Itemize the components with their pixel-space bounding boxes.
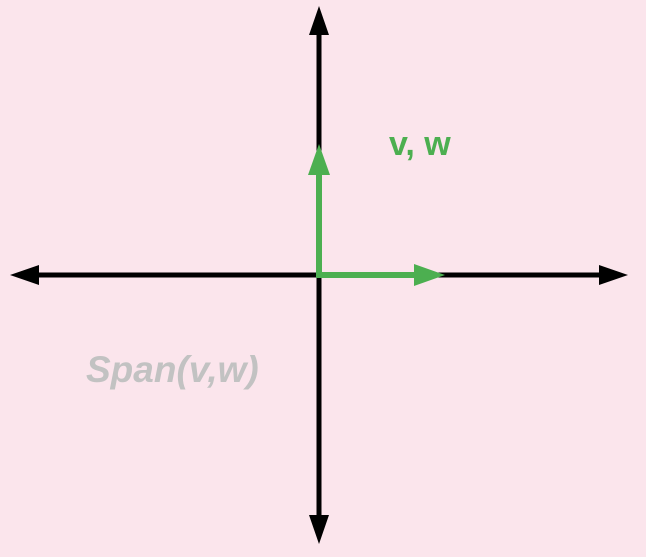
vector-up-arrowhead: [308, 144, 330, 175]
y-axis-bottom-arrowhead: [309, 515, 329, 544]
x-axis-right-arrowhead: [599, 265, 628, 285]
y-axis-top-arrowhead: [309, 6, 329, 35]
vectors-label: v, w: [389, 125, 451, 163]
x-axis-left-arrowhead: [10, 265, 39, 285]
vector-right-arrowhead: [414, 264, 445, 286]
span-label: Span(v,w): [86, 349, 259, 390]
